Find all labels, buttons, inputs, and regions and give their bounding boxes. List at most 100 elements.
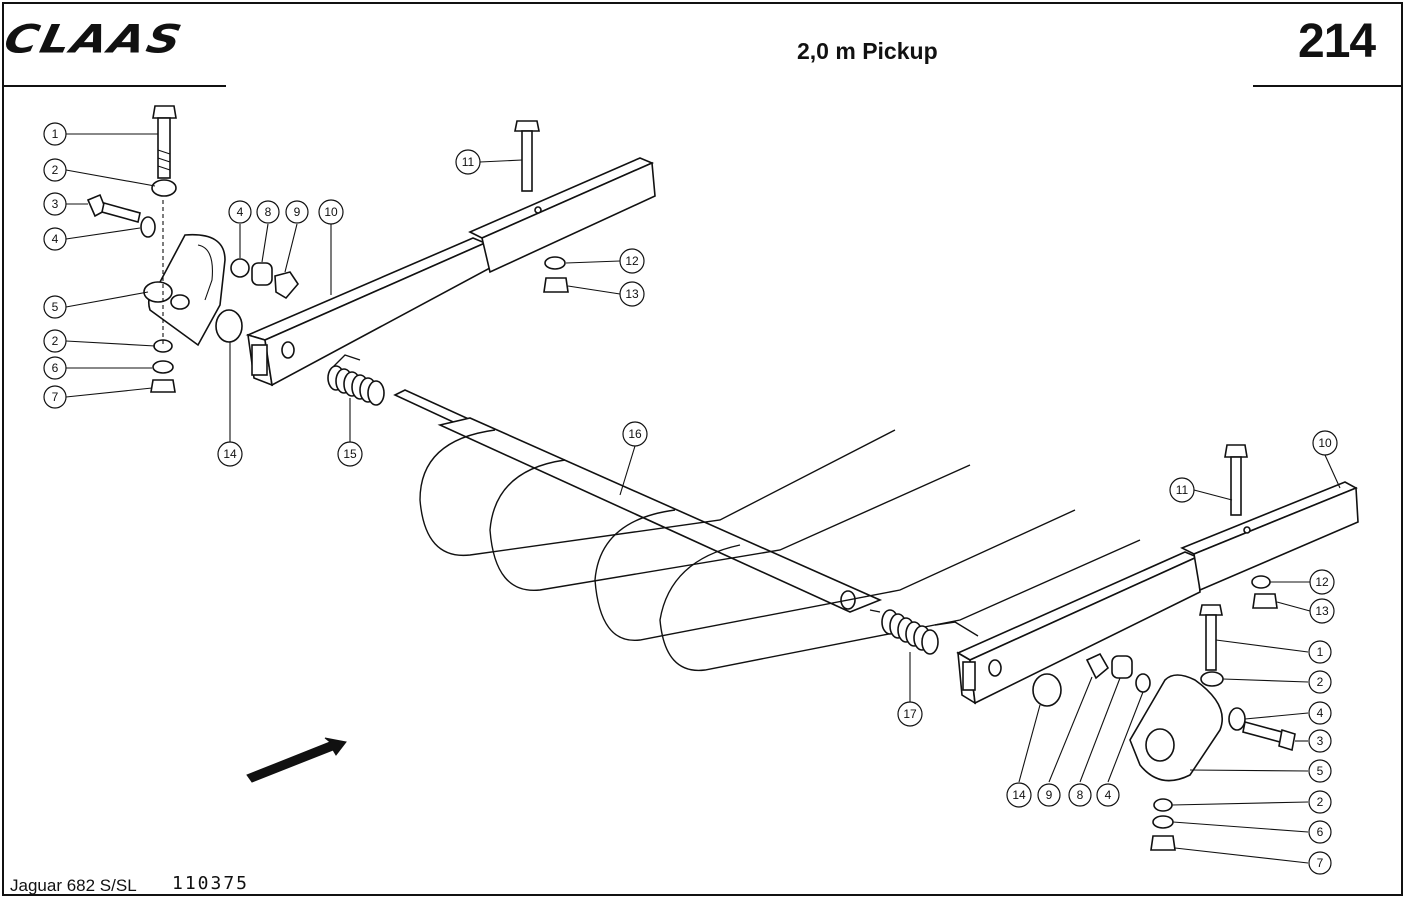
left-spring-15 bbox=[327, 354, 385, 406]
left-bolt-1 bbox=[152, 105, 177, 179]
svg-text:4: 4 bbox=[1105, 788, 1112, 802]
callout-left-9: 9 bbox=[285, 200, 309, 224]
right-washer-2 bbox=[1200, 671, 1224, 687]
callout-left-4a: 4 bbox=[43, 227, 67, 251]
callout-left-2b: 2 bbox=[43, 329, 67, 353]
page-title: 2,0 m Pickup bbox=[797, 38, 938, 64]
callout-left-13: 13 bbox=[619, 281, 645, 307]
left-washer-4 bbox=[140, 216, 156, 238]
left-nut-13 bbox=[543, 277, 569, 293]
left-bolt-11 bbox=[514, 120, 540, 192]
callout-right-3: 3 bbox=[1308, 729, 1332, 753]
right-washer-4 bbox=[1228, 707, 1246, 731]
svg-text:2: 2 bbox=[52, 163, 59, 177]
svg-text:3: 3 bbox=[52, 197, 59, 211]
right-washer-12 bbox=[1251, 575, 1271, 589]
tines bbox=[419, 429, 1141, 672]
left-washer-4b bbox=[230, 258, 250, 278]
callout-right-12: 12 bbox=[1309, 569, 1335, 595]
callout-right-9: 9 bbox=[1037, 783, 1061, 807]
callout-left-11: 11 bbox=[455, 149, 481, 175]
left-nut-7 bbox=[150, 379, 176, 393]
header-rule-right bbox=[1253, 85, 1401, 87]
callout-right-2b: 2 bbox=[1308, 790, 1332, 814]
svg-text:13: 13 bbox=[1315, 604, 1329, 618]
callout-left-8: 8 bbox=[256, 200, 280, 224]
callout-right-8: 8 bbox=[1068, 783, 1092, 807]
right-bracket-5 bbox=[1129, 674, 1224, 782]
callout-right-13: 13 bbox=[1309, 598, 1335, 624]
callout-left-1: 1 bbox=[43, 122, 67, 146]
callout-left-5: 5 bbox=[43, 295, 67, 319]
left-tube-10 bbox=[245, 157, 656, 387]
left-nut-9 bbox=[274, 271, 300, 300]
callout-left-2a: 2 bbox=[43, 158, 67, 182]
callout-left-7: 7 bbox=[43, 385, 67, 409]
svg-text:8: 8 bbox=[1077, 788, 1084, 802]
svg-text:15: 15 bbox=[343, 447, 357, 461]
callout-right-6: 6 bbox=[1308, 820, 1332, 844]
left-washer-14 bbox=[215, 309, 243, 343]
header-rule-left bbox=[4, 85, 226, 87]
document-code: 110375 bbox=[172, 873, 250, 894]
left-bolt-3 bbox=[86, 193, 141, 223]
right-washer-14 bbox=[1032, 673, 1062, 707]
callout-right-4b: 4 bbox=[1096, 783, 1120, 807]
left-bushing-8 bbox=[251, 262, 273, 286]
svg-text:11: 11 bbox=[462, 155, 475, 169]
svg-text:8: 8 bbox=[265, 205, 272, 219]
svg-text:2: 2 bbox=[1317, 795, 1324, 809]
callout-left-14: 14 bbox=[217, 441, 243, 467]
svg-text:5: 5 bbox=[52, 300, 59, 314]
svg-text:10: 10 bbox=[324, 205, 338, 219]
svg-text:2: 2 bbox=[52, 334, 59, 348]
callout-right-1: 1 bbox=[1308, 640, 1332, 664]
right-bushing-8 bbox=[1111, 655, 1133, 679]
callout-left-15: 15 bbox=[337, 441, 363, 467]
callout-shaft-16: 16 bbox=[622, 421, 648, 447]
svg-text:2: 2 bbox=[1317, 675, 1324, 689]
machine-model: Jaguar 682 S/SL bbox=[10, 876, 137, 895]
svg-text:12: 12 bbox=[1315, 575, 1329, 589]
svg-text:9: 9 bbox=[1046, 788, 1053, 802]
callout-right-2a: 2 bbox=[1308, 670, 1332, 694]
svg-text:5: 5 bbox=[1317, 764, 1324, 778]
callout-right-10: 10 bbox=[1312, 430, 1338, 456]
right-bolt-3 bbox=[1242, 721, 1296, 752]
center-shaft-16 bbox=[393, 389, 883, 613]
svg-text:14: 14 bbox=[223, 447, 237, 461]
svg-text:4: 4 bbox=[237, 205, 244, 219]
right-tube-10 bbox=[956, 481, 1359, 705]
svg-text:9: 9 bbox=[294, 205, 301, 219]
svg-text:7: 7 bbox=[1317, 856, 1324, 870]
left-washer-2 bbox=[151, 179, 177, 197]
svg-text:14: 14 bbox=[1012, 788, 1026, 802]
callout-right-7: 7 bbox=[1308, 851, 1332, 875]
svg-text:1: 1 bbox=[1317, 645, 1324, 659]
callout-left-3: 3 bbox=[43, 192, 67, 216]
svg-text:6: 6 bbox=[52, 361, 59, 375]
left-washer-6 bbox=[152, 360, 174, 374]
svg-text:3: 3 bbox=[1317, 734, 1324, 748]
callout-spring-17: 17 bbox=[897, 701, 923, 727]
svg-text:6: 6 bbox=[1317, 825, 1324, 839]
right-washer-6 bbox=[1152, 815, 1174, 829]
left-bracket-5 bbox=[143, 233, 226, 347]
right-bolt-1 bbox=[1199, 604, 1223, 671]
callout-left-4b: 4 bbox=[228, 200, 252, 224]
leader-lines bbox=[65, 133, 1341, 864]
svg-text:11: 11 bbox=[1176, 483, 1189, 497]
page-number: 214 bbox=[1298, 15, 1376, 68]
right-nut-9 bbox=[1085, 652, 1110, 680]
callout-right-11: 11 bbox=[1169, 477, 1195, 503]
callout-left-6: 6 bbox=[43, 356, 67, 380]
svg-text:12: 12 bbox=[625, 254, 639, 268]
travel-direction-arrow-icon bbox=[246, 737, 347, 783]
left-washer-12 bbox=[544, 256, 566, 270]
callout-right-5: 5 bbox=[1308, 759, 1332, 783]
right-nut-13 bbox=[1252, 593, 1278, 609]
callout-left-10: 10 bbox=[318, 199, 344, 225]
svg-text:17: 17 bbox=[903, 707, 917, 721]
